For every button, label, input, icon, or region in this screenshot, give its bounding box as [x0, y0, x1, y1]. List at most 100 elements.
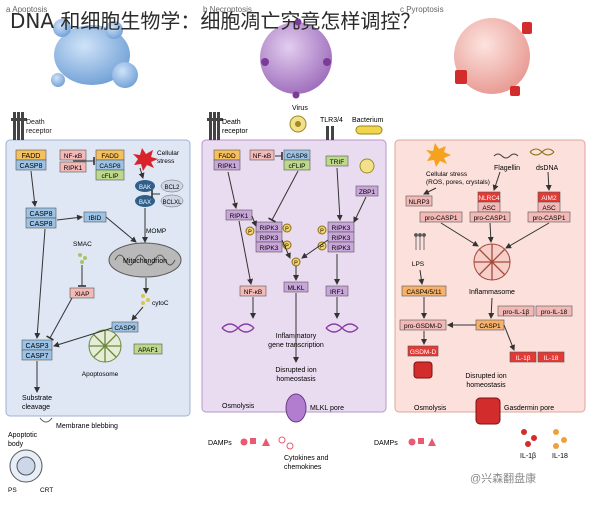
mlkl-pore-icon — [285, 393, 307, 423]
zbp1-box — [355, 185, 379, 197]
blebbing-label: Membrane blebbing — [56, 423, 118, 430]
box-casp8-pair: CASP8 CASP8 — [25, 207, 57, 229]
c-disrupted-1: Disrupted ion — [465, 373, 506, 380]
lps-icon — [414, 233, 426, 250]
stress-burst-icon — [133, 148, 158, 171]
il18-label: IL-18 — [544, 355, 559, 362]
panel-pyroptosis: Cellular stress (ROS, pores, crystals) F… — [374, 139, 586, 460]
b-ripk1b-box — [225, 209, 253, 221]
tbid-label: tBID — [89, 215, 102, 222]
smac-label: SMAC — [73, 241, 92, 248]
apoptotic-cell-illustration — [51, 19, 138, 88]
mitochondrion-icon — [108, 242, 182, 278]
casp7-label: CASP7 — [26, 353, 49, 360]
p-l1: P — [248, 230, 252, 236]
cytokines-1: Cytokines and — [284, 455, 328, 462]
tlr-receptor-icon — [326, 126, 334, 140]
cellular-stress-1: Cellular — [157, 150, 180, 157]
p-center-label: P — [294, 261, 298, 267]
mlkl-box — [283, 281, 309, 293]
casp8b-label: CASP8 — [99, 163, 121, 170]
cflip-label: cFLIP — [102, 173, 119, 180]
nfkb-label: NF-κB — [64, 153, 82, 160]
nlrp3-box — [405, 195, 433, 207]
zbp1-label: ZBP1 — [359, 189, 376, 196]
gsdmd-label: GSDM-D — [410, 349, 437, 356]
xiap-box — [69, 287, 95, 299]
procasp1-a-box — [419, 211, 463, 223]
inflammasome-label: Inflammasome — [469, 289, 515, 296]
dna-helix-right-icon — [325, 323, 359, 333]
lps-label: LPS — [412, 261, 425, 268]
flagellin-label: Flagellin — [494, 165, 520, 172]
cytokines-2: chemokines — [284, 464, 322, 471]
b-nfkb-box — [249, 149, 275, 161]
box-nfkb-ripk1: NF-κB RIPK1 — [59, 149, 87, 173]
casp9-box — [111, 321, 139, 333]
aim2-label: AIM2 — [541, 195, 557, 202]
procasp1-c-box — [527, 211, 571, 223]
b-osmolysis-label: Osmolysis — [222, 403, 255, 410]
virus-label: Virus — [292, 105, 308, 112]
dsdna-icon — [529, 148, 555, 156]
mlkl-label: MLKL — [288, 285, 305, 292]
top-illustrations: a Apoptosis b Necroptosis c Pyroptosis — [6, 5, 532, 99]
dna-helix-left-icon — [221, 323, 255, 333]
cytoc-label: cytoC — [152, 300, 169, 307]
p-r1: P — [320, 229, 324, 235]
death-receptor-icon — [11, 112, 27, 140]
body-label-2: body — [8, 441, 24, 448]
b-ripk1b-label: RIPK1 — [230, 213, 249, 220]
b-disrupted-1: Disrupted ion — [275, 367, 316, 374]
crt-label: CRT — [40, 487, 53, 494]
panel-necroptosis: Death receptor Virus TLR3/4 Bacterium FA… — [201, 105, 387, 471]
casp9-label: CASP9 — [114, 325, 136, 332]
virus-icon — [289, 115, 307, 133]
gsdmd-box — [407, 345, 439, 357]
gasdermin-label: Gasdermin pore — [504, 405, 554, 412]
asc-label: ASC — [482, 205, 496, 212]
flagellin-icon — [493, 153, 519, 159]
fadd2-label: FADD — [101, 153, 119, 160]
apoptosome-icon — [88, 329, 122, 363]
apaf1-box — [133, 343, 163, 355]
progsdmd-box — [399, 319, 447, 331]
cytokine-dots-icon — [521, 429, 567, 449]
inflammasome-icon — [473, 243, 511, 281]
b-damps-label: DAMPs — [208, 440, 232, 447]
fadd-label: FADD — [22, 153, 41, 160]
cytoc-dots-icon — [141, 294, 150, 305]
substrate-2: cleavage — [22, 404, 50, 411]
procasp1-c: pro-CASP1 — [533, 215, 566, 222]
asc2-label: ASC — [542, 205, 556, 212]
b-nfkb-label: NF-κB — [253, 153, 271, 160]
b-death-receptor-1: Death — [222, 119, 241, 126]
ripk3-r2: RIPK3 — [332, 235, 351, 242]
b-ripk1-label: RIPK1 — [218, 163, 237, 170]
nlrp3-label: NLRP3 — [409, 199, 430, 206]
procasp1-b: pro-CASP1 — [474, 215, 507, 222]
c-damps-label: DAMPs — [374, 440, 398, 447]
apoptotic-body: Membrane blebbing Apoptotic body PS CRT — [8, 417, 118, 494]
ripk3-l3: RIPK3 — [260, 245, 279, 252]
label-pyroptosis: c Pyroptosis — [400, 5, 444, 14]
c-stress-2: (ROS, pores, crystals) — [426, 179, 490, 186]
body-label-1: Apoptotic — [8, 432, 38, 439]
b-ripk1-box — [213, 159, 241, 171]
pyroptotic-cell-illustration — [454, 18, 532, 96]
stress-burst-c-icon — [426, 143, 451, 167]
gasdermin-pore-icon — [475, 397, 501, 425]
mlkl-pore-label: MLKL pore — [310, 405, 344, 412]
necroptotic-cell-illustration — [260, 18, 332, 99]
ripk3-l1: RIPK3 — [260, 225, 279, 232]
death-receptor-b-icon — [207, 112, 223, 140]
smac-dots-icon — [78, 253, 87, 264]
ripk1-label: RIPK1 — [64, 165, 83, 172]
b-nfkb2-label: NF-κB — [244, 289, 262, 296]
bacterium-label: Bacterium — [352, 117, 384, 124]
p-l2: P — [285, 227, 289, 233]
il1b-box — [509, 351, 537, 363]
procasp1-a: pro-CASP1 — [425, 215, 458, 222]
tlr-label: TLR3/4 — [320, 117, 343, 124]
